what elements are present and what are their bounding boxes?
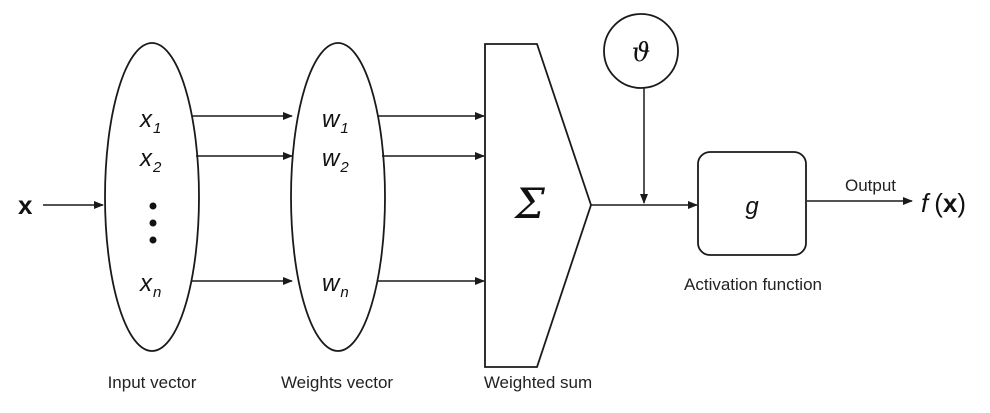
weight-item-1: w1 — [322, 106, 349, 137]
activation-caption: Activation function — [684, 275, 822, 294]
weight-item-n: wn — [322, 270, 349, 301]
weight-item-2: w2 — [322, 145, 349, 176]
weighted-sum-block — [484, 43, 592, 368]
activation-symbol: g — [745, 193, 759, 220]
input-item-2: x2 — [139, 145, 162, 176]
input-x-symbol: x — [18, 190, 33, 220]
weighted-sum-caption: Weighted sum — [484, 373, 592, 392]
activation-function-box — [697, 151, 807, 256]
input-item-n: xn — [139, 270, 161, 301]
ellipsis-dot — [149, 236, 157, 244]
threshold-symbol: ϑ — [632, 38, 651, 68]
weights-vector-ellipse — [290, 42, 386, 352]
input-vector-caption: Input vector — [108, 373, 197, 392]
threshold-node — [603, 13, 679, 89]
output-label: Output — [845, 176, 896, 195]
input-item-1: x1 — [139, 106, 161, 137]
output-function: f(x) — [921, 188, 966, 218]
input-vector-ellipse — [104, 42, 200, 352]
ellipsis-dot — [149, 219, 157, 227]
ellipsis-dot — [149, 202, 157, 210]
weights-vector-caption: Weights vector — [281, 373, 393, 392]
sigma-symbol: Σ — [513, 179, 545, 228]
